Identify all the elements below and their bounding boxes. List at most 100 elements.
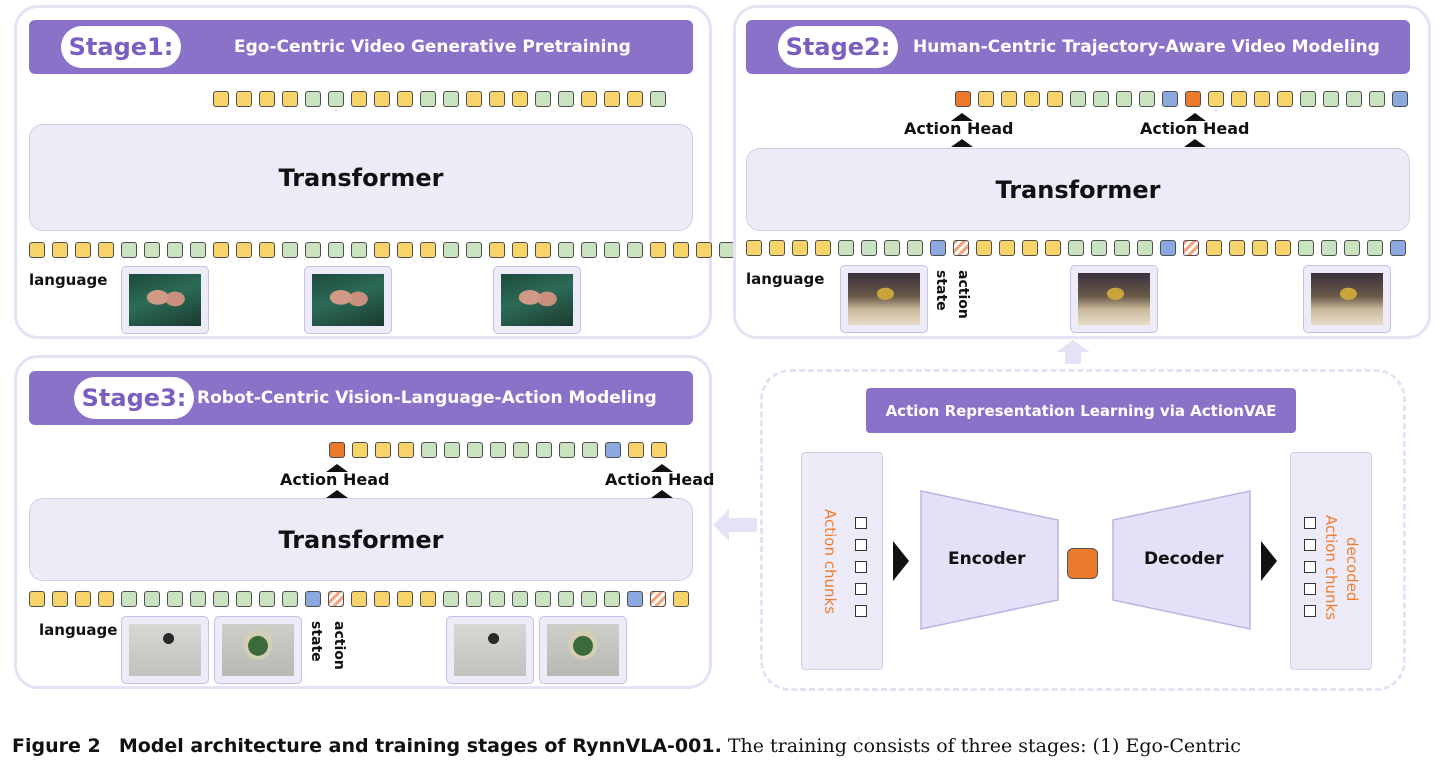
yellow-token: [976, 240, 992, 256]
green-token: [535, 591, 551, 607]
stage3-action-head-arrow-2b: [651, 490, 673, 498]
stage2-language-label: language: [746, 270, 825, 288]
yellow-token: [351, 91, 367, 107]
stage1-language-label: language: [29, 271, 108, 289]
green-token: [512, 591, 528, 607]
orange-token: [1185, 91, 1201, 107]
yellow-token: [75, 591, 91, 607]
yellow-token: [627, 91, 643, 107]
green-token: [444, 442, 460, 458]
green-token: [559, 442, 575, 458]
yellow-token: [604, 91, 620, 107]
green-token: [213, 591, 229, 607]
yellow-token: [420, 591, 436, 607]
stage1-panel: Stage1: Ego-Centric Video Generative Pre…: [14, 5, 735, 339]
stage2-pill: Stage2:: [778, 26, 898, 68]
green-token: [627, 242, 643, 258]
stage1-output-tokens: [213, 91, 666, 107]
stage3-header: Stage3: Robot-Centric Vision-Language-Ac…: [29, 371, 693, 425]
decoder-label: Decoder: [1144, 549, 1224, 569]
stage3-state-label: state: [308, 621, 324, 662]
blue-token: [1162, 91, 1178, 107]
stage3-action-head-2: Action Head: [605, 470, 715, 489]
green-token: [1300, 91, 1316, 107]
decoded-chunks-box: Action chunks decoded: [1290, 452, 1372, 670]
yellow-token: [628, 442, 644, 458]
decoded-action-chunks-label: Action chunks: [1322, 515, 1340, 621]
vae-to-stage2-arrow-icon: [1056, 340, 1090, 364]
stage2-frame-3: [1303, 265, 1391, 333]
orange-token: [329, 442, 345, 458]
yellow-token: [1277, 91, 1293, 107]
yellow-token: [1022, 240, 1038, 256]
blue-token: [1390, 240, 1406, 256]
striped-token: [328, 591, 344, 607]
stage1-frame-2: [304, 266, 392, 334]
encoder-shape: [920, 490, 1059, 630]
yellow-token: [397, 242, 413, 258]
green-token: [328, 91, 344, 107]
yellow-token: [29, 591, 45, 607]
yellow-token: [673, 591, 689, 607]
stage3-frame-1: [121, 616, 209, 684]
green-token: [351, 242, 367, 258]
yellow-token: [29, 242, 45, 258]
green-token: [190, 591, 206, 607]
green-token: [1298, 240, 1314, 256]
green-token: [328, 242, 344, 258]
stage2-action-head-1: Action Head: [904, 119, 1014, 138]
decoded-square-4: [1304, 583, 1316, 595]
yellow-token: [746, 240, 762, 256]
green-token: [1369, 91, 1385, 107]
stage2-transformer: Transformer: [746, 148, 1410, 231]
green-token: [1068, 240, 1084, 256]
green-token: [861, 240, 877, 256]
stage2-action-head-arrow-1b: [951, 139, 973, 147]
green-token: [1321, 240, 1337, 256]
green-token: [907, 240, 923, 256]
yellow-token: [651, 442, 667, 458]
green-token: [884, 240, 900, 256]
yellow-token: [352, 442, 368, 458]
out-of-decoder-arrow-icon: [1261, 541, 1277, 581]
yellow-token: [673, 242, 689, 258]
yellow-token: [535, 242, 551, 258]
encoder-label: Encoder: [948, 549, 1026, 569]
green-token: [489, 591, 505, 607]
chunk-square-1: [855, 517, 867, 529]
stage3-action-head-1: Action Head: [280, 470, 390, 489]
green-token: [1323, 91, 1339, 107]
green-token: [190, 242, 206, 258]
green-token: [467, 442, 483, 458]
stage3-pill: Stage3:: [74, 377, 194, 419]
stage2-action-head-arrow-1: [951, 113, 973, 121]
decoded-label: decoded: [1343, 537, 1361, 602]
green-token: [535, 91, 551, 107]
striped-token: [953, 240, 969, 256]
yellow-token: [98, 242, 114, 258]
green-token: [582, 442, 598, 458]
stage2-action-head-arrow-2b: [1184, 139, 1206, 147]
green-token: [1346, 91, 1362, 107]
stage2-action-head-2: Action Head: [1140, 119, 1250, 138]
yellow-token: [374, 591, 390, 607]
blue-token: [930, 240, 946, 256]
yellow-token: [213, 91, 229, 107]
yellow-token: [374, 91, 390, 107]
blue-token: [605, 442, 621, 458]
stage2-panel: Stage2: Human-Centric Trajectory-Aware V…: [733, 5, 1431, 339]
green-token: [144, 242, 160, 258]
green-token: [604, 591, 620, 607]
yellow-token: [98, 591, 114, 607]
yellow-token: [374, 242, 390, 258]
green-token: [1114, 240, 1130, 256]
yellow-token: [351, 591, 367, 607]
chunk-square-2: [855, 539, 867, 551]
green-token: [838, 240, 854, 256]
stage1-frame-3: [493, 266, 581, 334]
green-token: [558, 242, 574, 258]
stage2-state-label: state: [933, 270, 949, 311]
vae-to-stage3-arrow-icon: [713, 509, 757, 541]
blue-token: [305, 591, 321, 607]
yellow-token: [213, 242, 229, 258]
